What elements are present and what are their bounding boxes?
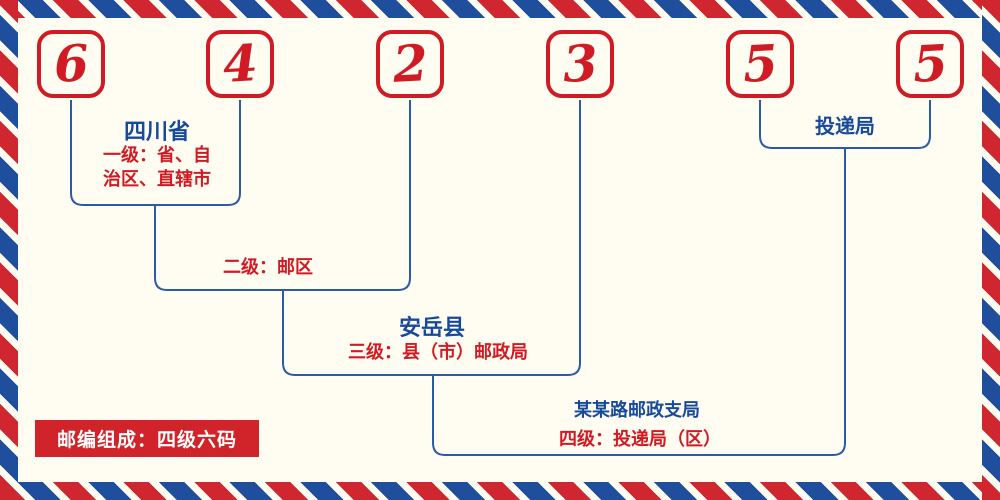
level1-desc-label: 一级：省、自治区、直辖市 <box>103 145 211 190</box>
level3-desc-label: 三级：县（市）邮政局 <box>348 342 528 362</box>
footer-composition-text: 邮编组成：四级六码 <box>56 430 237 451</box>
digit-1: 6 <box>52 33 90 94</box>
digit-box-4: 3 <box>546 30 614 98</box>
airmail-border-top <box>0 0 1000 18</box>
airmail-border-bottom <box>0 482 1000 500</box>
digit-box-3: 2 <box>376 30 444 98</box>
digit-box-1: 6 <box>37 30 105 98</box>
digit-4: 3 <box>561 33 599 94</box>
digit-6: 5 <box>911 33 949 94</box>
digit-5: 5 <box>741 33 779 94</box>
level4-branch-label: 某某路邮政支局 <box>574 400 700 420</box>
digit-box-6: 5 <box>896 30 964 98</box>
level2-desc-label: 二级：邮区 <box>223 257 313 277</box>
digit-box-2: 4 <box>206 30 274 98</box>
airmail-border-left <box>0 0 18 500</box>
level1-place-label: 四川省 <box>123 119 190 144</box>
digit-2: 4 <box>221 33 259 94</box>
level4-office-label: 投递局 <box>815 116 875 138</box>
digit-box-5: 5 <box>726 30 794 98</box>
airmail-border-right <box>982 0 1000 500</box>
level3-place-label: 安岳县 <box>398 315 465 340</box>
footer-composition-badge: 邮编组成：四级六码 <box>35 420 259 457</box>
level4-desc-label: 四级：投递局（区） <box>559 429 721 449</box>
digit-3: 2 <box>391 33 429 94</box>
